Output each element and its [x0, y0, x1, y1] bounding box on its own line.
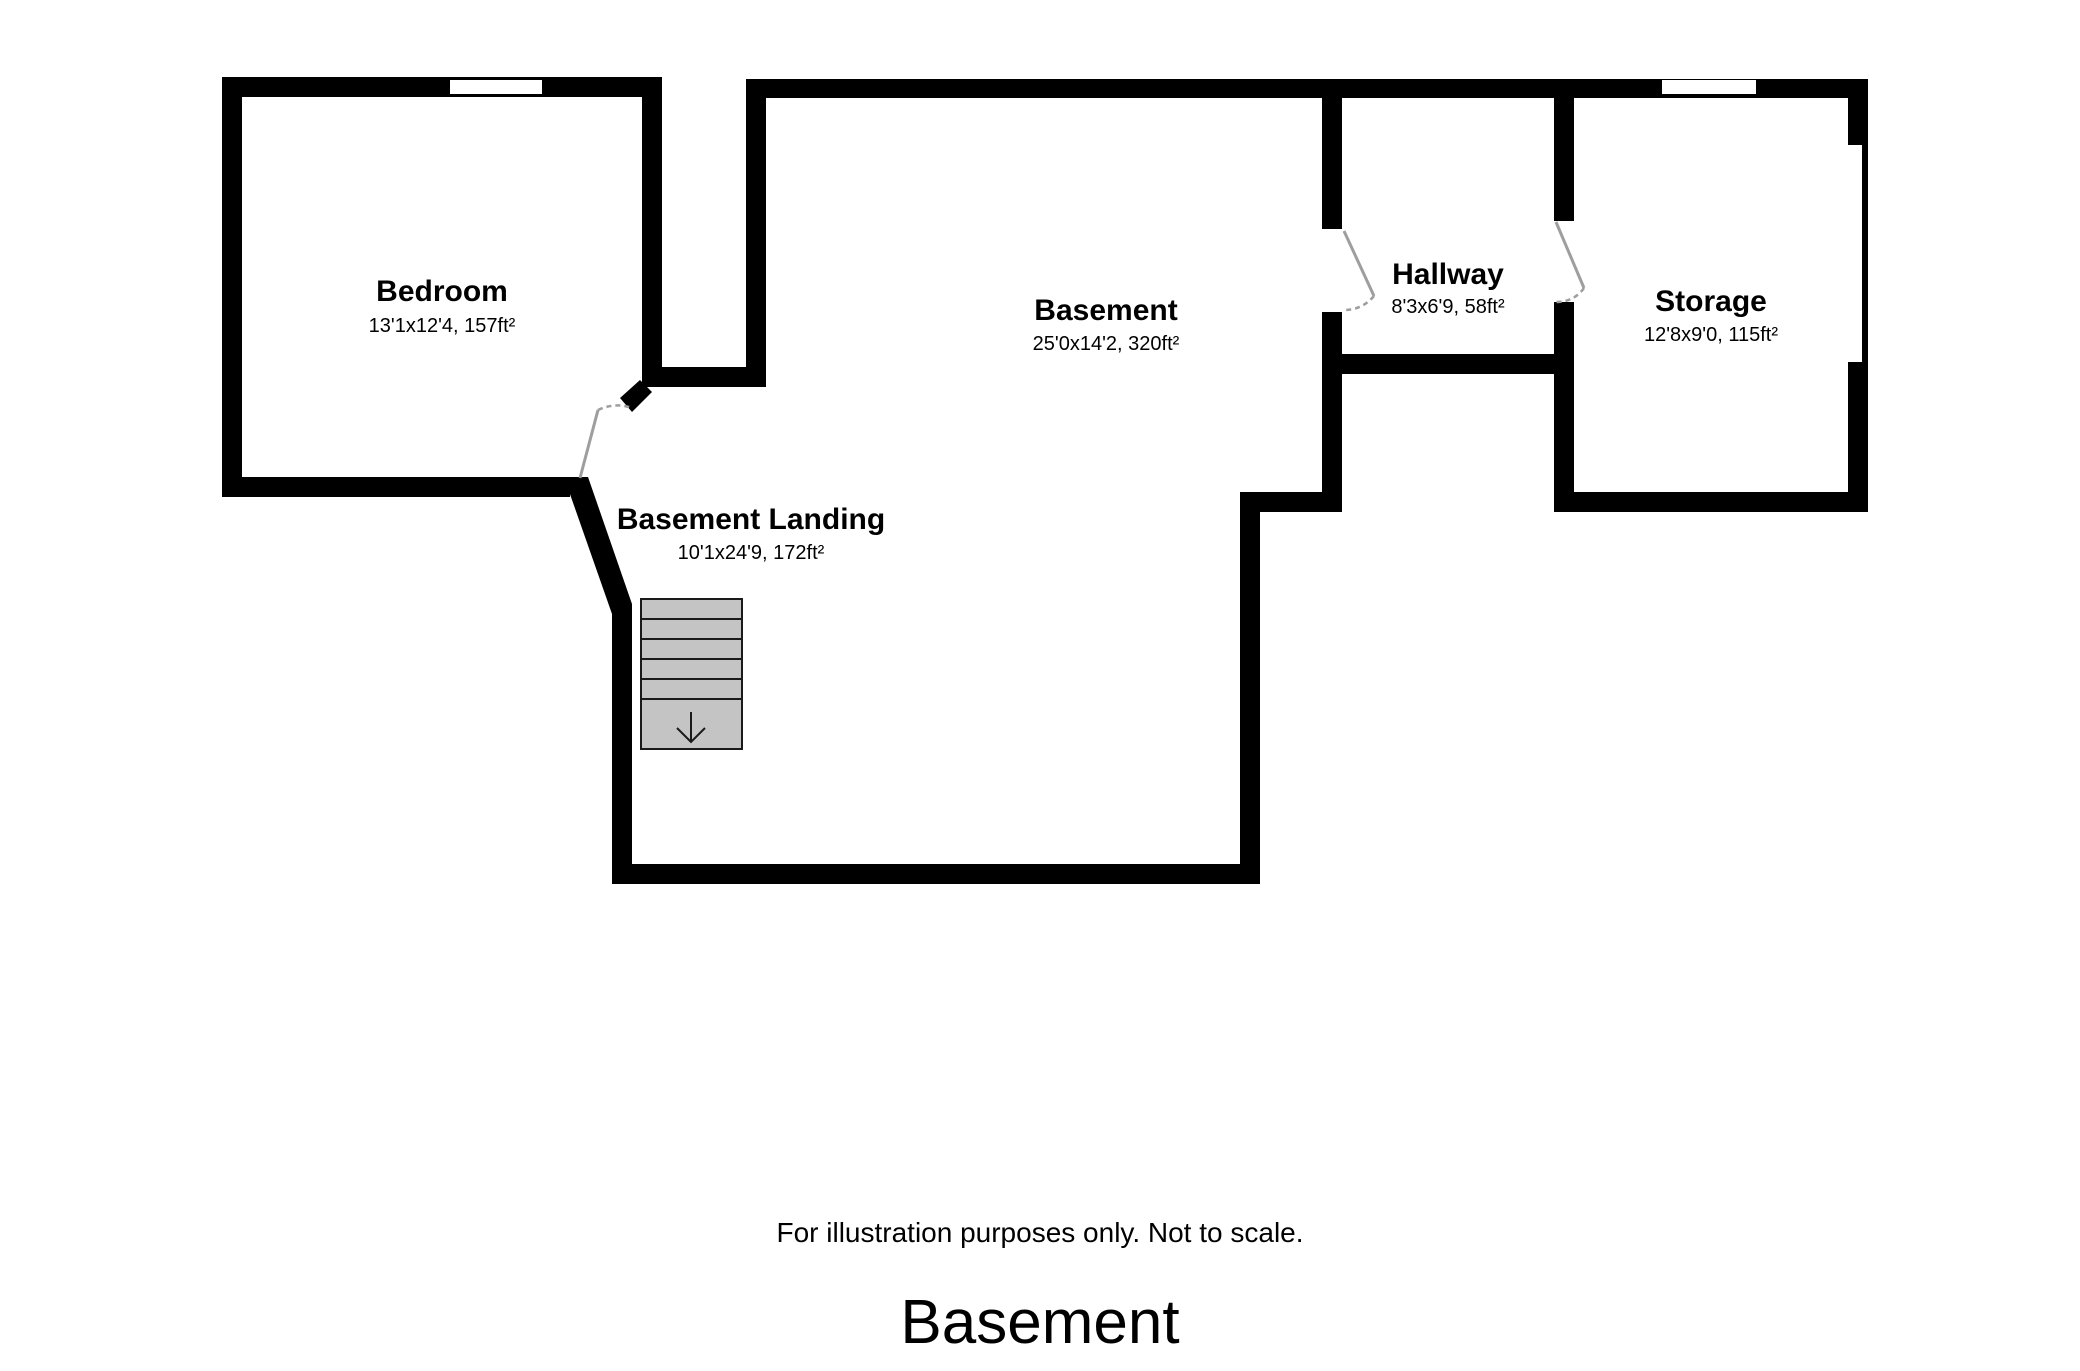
basement-name: Basement [1034, 294, 1177, 327]
bedroom-dims: 13'1x12'4, 157ft² [369, 315, 516, 337]
bedroom-door-arc [597, 404, 633, 412]
bedroom-wall-right [642, 77, 662, 387]
hallway-door-arc [1343, 295, 1375, 312]
stairs [640, 598, 743, 750]
stair-step [640, 678, 743, 700]
storage-wall-left-lower [1554, 302, 1574, 512]
storage-wall-right-thin [1862, 145, 1868, 362]
basement-wall-right-bottom [1240, 492, 1260, 884]
stair-step [640, 618, 743, 640]
basement-wall-left-upper [746, 79, 766, 387]
basement-dims: 25'0x14'2, 320ft² [1033, 333, 1180, 355]
storage-dims: 12'8x9'0, 115ft² [1644, 324, 1778, 346]
landing-dims: 10'1x24'9, 172ft² [678, 542, 825, 564]
hallway-door-leaf [1342, 230, 1376, 297]
bedroom-window [450, 80, 542, 94]
bedroom-door-jamb [620, 380, 652, 412]
basement-wall-right-lower [1322, 312, 1342, 512]
storage-door-leaf [1554, 221, 1586, 289]
landing-wall-left [612, 604, 632, 884]
floor-title: Basement [900, 1288, 1180, 1357]
storage-name: Storage [1655, 285, 1767, 318]
landing-name: Basement Landing [617, 503, 885, 536]
storage-wall-right-lower [1848, 362, 1868, 512]
hallway-dims: 8'3x6'9, 58ft² [1391, 296, 1505, 318]
storage-wall-right-upper [1848, 79, 1868, 145]
stair-step [640, 658, 743, 680]
disclaimer-text: For illustration purposes only. Not to s… [776, 1217, 1304, 1248]
bedroom-name: Bedroom [376, 275, 508, 308]
bedroom-wall-top [222, 77, 662, 97]
bedroom-wall-left [222, 77, 242, 497]
bedroom-wall-bottom [222, 477, 570, 497]
basement-wall-bottom [612, 864, 1260, 884]
basement-wall-right-upper [1322, 79, 1342, 229]
hallway-name: Hallway [1392, 258, 1504, 291]
stair-step [640, 598, 743, 620]
storage-window [1662, 80, 1756, 94]
storage-wall-left-upper [1554, 79, 1574, 221]
connector-wall [642, 367, 766, 387]
landing-wall-diagonal [564, 477, 632, 614]
arrow-down-icon [676, 712, 706, 744]
storage-wall-bottom [1554, 492, 1868, 512]
bedroom-door-leaf [578, 409, 600, 479]
basement-step-horizontal [1240, 492, 1342, 512]
hallway-wall-bottom [1322, 354, 1566, 374]
storage-door-arc [1555, 287, 1586, 304]
stair-step [640, 638, 743, 660]
